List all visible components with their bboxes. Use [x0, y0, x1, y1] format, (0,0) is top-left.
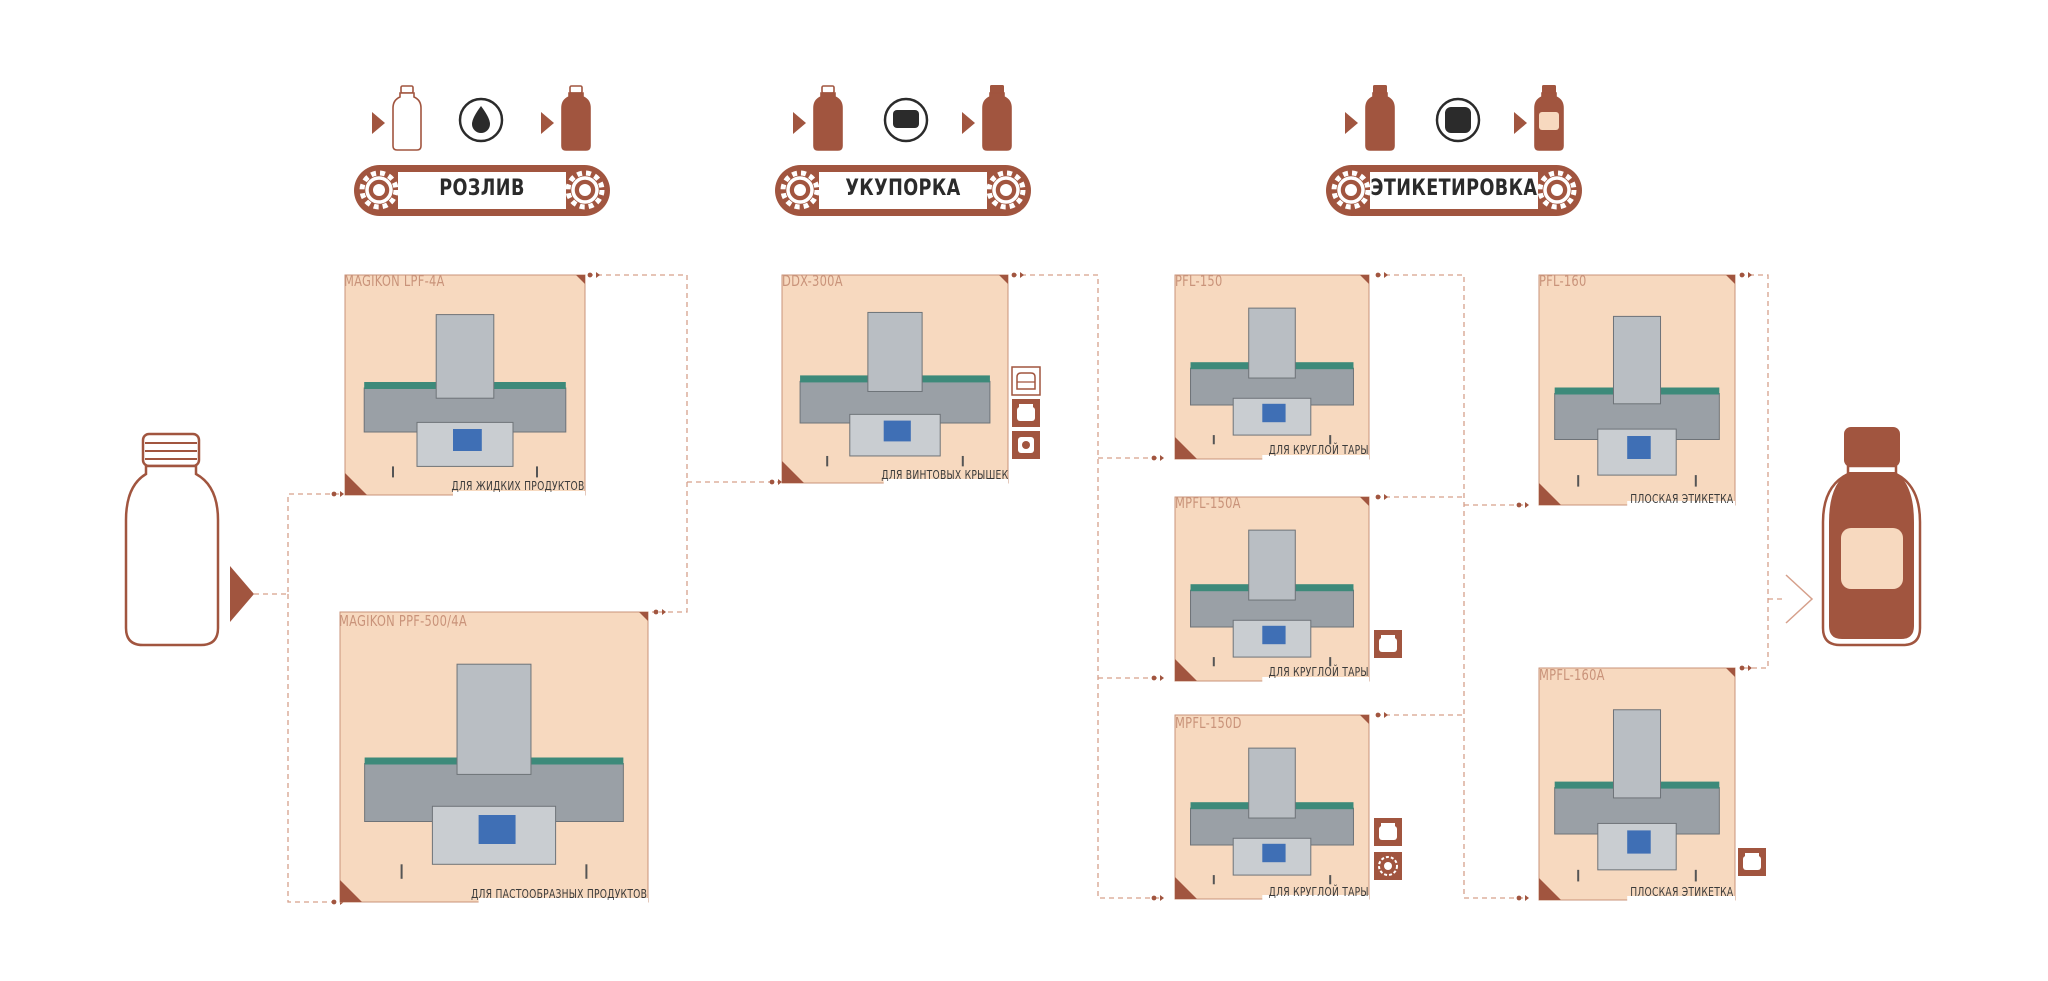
flow-connectors — [254, 274, 1786, 903]
gear-icon — [989, 173, 1023, 207]
machine-caption: ДЛЯ КРУГЛОЙ ТАРЫ — [1268, 443, 1369, 457]
gear-icon — [783, 173, 817, 207]
corner-mark-icon — [782, 461, 804, 483]
machine-title: MAGIKON PPF-500/4A — [339, 612, 467, 630]
cap-type-button[interactable] — [1012, 431, 1040, 459]
gear-icon — [568, 173, 602, 207]
machine-photo — [1190, 529, 1354, 667]
machine-photo — [1190, 747, 1354, 885]
flow-arrow-icon — [541, 112, 554, 134]
corner-mark-icon — [1360, 497, 1369, 506]
corner-mark-icon — [1360, 715, 1369, 724]
output-chevron-icon — [1785, 574, 1814, 624]
label-option-button[interactable] — [1374, 630, 1402, 658]
capped-bottle-icon — [982, 84, 1012, 151]
gear-icon — [362, 173, 396, 207]
corner-mark-icon — [1539, 483, 1561, 505]
machine-title: PFL-150 — [1175, 272, 1223, 290]
machine-caption: ДЛЯ КРУГЛОЙ ТАРЫ — [1268, 665, 1369, 679]
corner-mark-icon — [1175, 437, 1197, 459]
machine-photo — [363, 314, 567, 478]
flow-arrow-icon — [1514, 112, 1527, 134]
machine-caption: ДЛЯ КРУГЛОЙ ТАРЫ — [1268, 885, 1369, 899]
corner-mark-icon — [1726, 668, 1735, 677]
filled-bottle-icon — [561, 85, 591, 151]
machine-panel-mpfl160a[interactable] — [1538, 667, 1736, 914]
stage-filling — [354, 85, 610, 216]
corner-mark-icon — [345, 473, 367, 495]
label-icon — [1435, 97, 1481, 143]
corner-mark-icon — [1175, 877, 1197, 899]
machine-caption: ДЛЯ ВИНТОВЫХ КРЫШЕК — [881, 468, 1008, 482]
machine-photo — [1554, 315, 1720, 487]
conveyor-belt-capping — [775, 165, 1031, 216]
flow-arrow-icon — [230, 566, 254, 622]
machine-panel-ddx300a[interactable] — [781, 274, 1009, 497]
cap-type-button[interactable] — [1012, 399, 1040, 427]
stage-capping — [775, 84, 1031, 216]
corner-mark-icon — [1175, 659, 1197, 681]
machine-title: PFL-160 — [1539, 272, 1587, 290]
machine-title: MAGIKON LPF-4A — [344, 272, 445, 290]
corner-mark-icon — [1726, 275, 1735, 284]
machine-title: MPFL-150A — [1175, 494, 1241, 512]
output-bottle-icon — [1821, 427, 1922, 647]
gear-icon — [1334, 173, 1368, 207]
flow-arrow-icon — [793, 112, 806, 134]
labeled-bottle-icon — [1534, 84, 1564, 151]
empty-bottle-icon — [392, 85, 422, 151]
cap-type-button[interactable] — [1011, 366, 1041, 396]
machine-panel-pfl160[interactable] — [1538, 274, 1736, 519]
conveyor-belt-labeling — [1326, 165, 1582, 216]
stage-label-filling: РОЗЛИВ — [439, 176, 525, 201]
drop-icon — [458, 97, 504, 143]
flow-arrow-icon — [962, 112, 975, 134]
machine-panel-pfl150[interactable] — [1174, 274, 1370, 473]
flow-arrow-icon — [1345, 112, 1358, 134]
machine-photo — [1554, 709, 1720, 882]
stage-label-labeling: ЭТИКЕТИРОВКА — [1370, 176, 1538, 201]
stage-labeling — [1326, 84, 1582, 216]
filled-bottle-icon — [813, 85, 843, 151]
machine-title: MPFL-150D — [1175, 714, 1242, 732]
corner-mark-icon — [576, 275, 585, 284]
machine-panel-mpfl150a[interactable] — [1174, 496, 1370, 695]
corner-mark-icon — [999, 275, 1008, 284]
label-option-button[interactable] — [1374, 818, 1402, 846]
stage-label-capping: УКУПОРКА — [845, 176, 961, 201]
machine-title: MPFL-160A — [1539, 666, 1605, 684]
machine-panel-mpfl150d[interactable] — [1174, 714, 1370, 913]
machine-panel-lpf4a[interactable] — [344, 274, 586, 509]
flow-arrow-icon — [372, 112, 385, 134]
corner-mark-icon — [1539, 878, 1561, 900]
machine-caption: ДЛЯ ПАСТООБРАЗНЫХ ПРОДУКТОВ — [470, 887, 647, 901]
label-option-button[interactable] — [1738, 848, 1766, 876]
machine-photo — [1190, 307, 1354, 445]
cap-icon — [883, 97, 929, 143]
conveyor-belt-filling — [354, 165, 610, 216]
machine-photo — [364, 663, 624, 879]
machine-title: DDX-300A — [782, 272, 843, 290]
machine-caption: ДЛЯ ЖИДКИХ ПРОДУКТОВ — [450, 479, 584, 493]
corner-mark-icon — [340, 880, 362, 902]
corner-mark-icon — [639, 612, 648, 621]
machine-panel-ppf500[interactable] — [339, 611, 649, 916]
machine-caption: ПЛОСКАЯ ЭТИКЕТКА — [1629, 492, 1733, 506]
machine-caption: ПЛОСКАЯ ЭТИКЕТКА — [1629, 885, 1733, 899]
capped-bottle-icon — [1365, 84, 1395, 151]
round-label-option-button[interactable] — [1373, 851, 1403, 881]
cap-type-buttons — [1011, 366, 1041, 459]
corner-mark-icon — [1360, 275, 1369, 284]
gear-icon — [1540, 173, 1574, 207]
machine-photo — [799, 311, 991, 467]
input-bottle-icon — [124, 432, 220, 647]
